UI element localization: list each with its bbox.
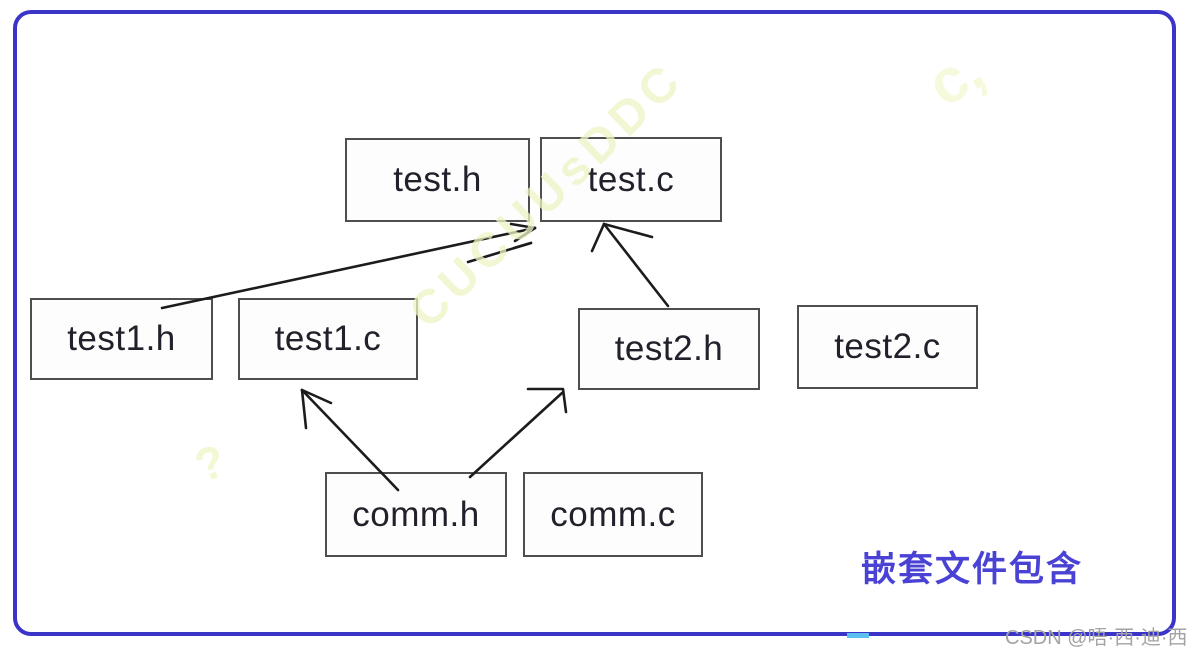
node-test1-h: test1.h bbox=[30, 298, 213, 380]
progress-artifact bbox=[847, 633, 869, 638]
node-test1-c: test1.c bbox=[238, 298, 418, 380]
watermark-fragment-top-right: c, bbox=[916, 34, 996, 121]
edge-commh-to-test2h bbox=[468, 387, 568, 479]
csdn-watermark: CSDN @唔·西·迪·西 bbox=[1005, 627, 1188, 649]
node-test-c: test.c bbox=[540, 137, 722, 222]
edge-test1h-to-testc bbox=[160, 222, 537, 310]
node-comm-h: comm.h bbox=[325, 472, 507, 557]
watermark-fragment-left: ? bbox=[187, 433, 233, 493]
diagram-caption: 嵌套文件包含 bbox=[861, 550, 1084, 589]
node-test-h: test.h bbox=[345, 138, 530, 222]
node-test2-c: test2.c bbox=[797, 305, 978, 389]
edge-test2h-to-testc bbox=[590, 222, 670, 308]
node-test2-h: test2.h bbox=[578, 308, 760, 390]
node-comm-c: comm.c bbox=[523, 472, 703, 557]
